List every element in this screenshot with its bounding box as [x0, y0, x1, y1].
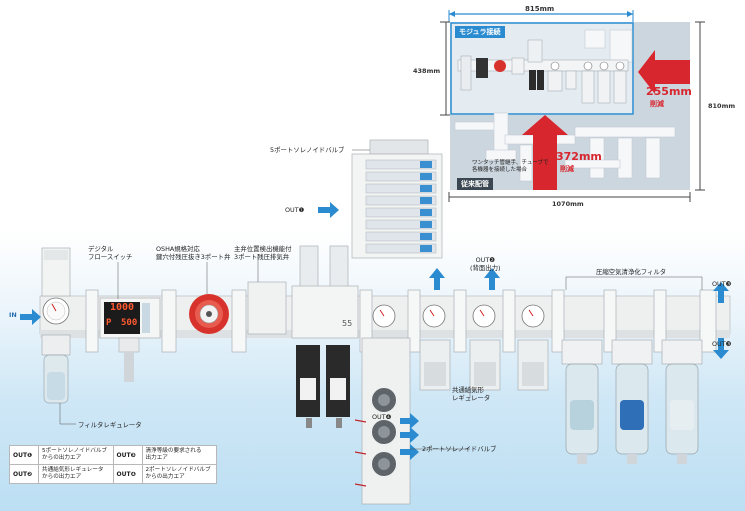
- common-regulator-line1: 共通給気形: [452, 386, 484, 394]
- osha-valve-label: OSHA規格対応 鍵穴付残圧抜き3ポート弁: [156, 245, 230, 261]
- legend-text: 共通給気形レギュレータからの出力エア: [38, 464, 114, 484]
- legend-text-line2: からの出力エア: [145, 474, 185, 480]
- osha-valve-line1: OSHA規格対応: [156, 245, 200, 253]
- digital-flow-switch-label: デジタル フロースイッチ: [88, 245, 132, 261]
- in-label: IN: [9, 311, 17, 319]
- legend-text-line1: 2ポートソレノイドバルブ: [145, 467, 211, 473]
- reduce-horizontal-value: 255mm 削減: [646, 86, 692, 110]
- out2-label: OUT❷ (背面出力): [470, 256, 501, 272]
- legend-key: OUT❷: [9, 464, 39, 484]
- legend-text-line1: 共通給気形レギュレータ: [42, 467, 104, 473]
- legend-key: OUT❹: [112, 464, 143, 484]
- out4-label: OUT❹: [372, 413, 392, 421]
- main-valve-label: 主弁位置検出機能付 3ポート残圧排気弁: [234, 245, 292, 261]
- out2-line2: (背面出力): [470, 264, 501, 272]
- osha-valve-line2: 鍵穴付残圧抜き3ポート弁: [156, 253, 231, 261]
- legend-text: 清浄等級の要求される出力エア: [141, 445, 217, 465]
- pressure-display-value: 500: [121, 318, 138, 328]
- legend-row: OUT❷ 共通給気形レギュレータからの出力エア OUT❹ 2ポートソレノイドバル…: [9, 464, 217, 484]
- digital-flow-switch-line1: デジタル: [88, 245, 114, 253]
- out3-bottom-label: OUT❸: [712, 340, 732, 348]
- legend-text-line2: からの出力エア: [42, 474, 82, 480]
- flow-display-value: 1000: [110, 302, 135, 313]
- reduce-horizontal-suffix: 削減: [650, 100, 664, 108]
- out2-line1: OUT❷: [475, 256, 495, 264]
- reduce-horizontal-number: 255mm: [646, 85, 692, 98]
- inset-height-label: 438mm: [413, 67, 441, 75]
- inset-total-width-label: 1070mm: [552, 200, 584, 208]
- legend-key: OUT❶: [9, 445, 39, 465]
- conventional-note: ワンタッチ管継手、チューブで 各機器を接続した場合: [472, 160, 549, 174]
- reduce-vertical-number: 372mm: [556, 150, 602, 163]
- legend-key: OUT❸: [112, 445, 143, 465]
- digital-flow-switch-line2: フロースイッチ: [88, 253, 133, 261]
- reduce-vertical-suffix: 削減: [560, 165, 574, 173]
- common-regulator-line2: レギュレータ: [452, 394, 491, 402]
- conventional-note-line1: ワンタッチ管継手、チューブで: [472, 160, 549, 166]
- legend-text: 2ポートソレノイドバルブからの出力エア: [141, 464, 217, 484]
- legend-row: OUT❶ 5ポートソレノイドバルブからの出力エア OUT❸ 清浄等級の要求される…: [9, 445, 217, 465]
- legend-text-line1: 清浄等級の要求される: [145, 448, 202, 454]
- modular-connection-tag: モジュラ接続: [455, 26, 505, 38]
- legend-text-line2: からの出力エア: [42, 455, 82, 461]
- five-port-valve-label: 5ポートソレノイドバルブ: [270, 146, 345, 154]
- clean-filter-label: 圧縮空気清浄化フィルタ: [596, 268, 667, 276]
- two-port-valve-label: 2ポートソレノイドバルブ: [422, 445, 497, 453]
- main-valve-line1: 主弁位置検出機能付: [234, 245, 292, 253]
- inset-width-label: 815mm: [525, 5, 555, 13]
- filter-regulator-label: フィルタレギュレータ: [78, 421, 142, 429]
- output-legend: OUT❶ 5ポートソレノイドバルブからの出力エア OUT❸ 清浄等級の要求される…: [9, 445, 217, 484]
- conventional-piping-tag: 従来配管: [457, 178, 493, 190]
- inset-total-height-label: 810mm: [708, 102, 736, 110]
- legend-text-line2: 出力エア: [145, 455, 168, 461]
- legend-text-line1: 5ポートソレノイドバルブ: [42, 448, 108, 454]
- out1-label: OUT❶: [285, 206, 305, 214]
- flow-display-p: P: [106, 318, 112, 328]
- common-regulator-label: 共通給気形 レギュレータ: [452, 386, 490, 402]
- reduce-vertical-value: 372mm 削減: [556, 151, 602, 175]
- module-number: 55: [342, 319, 353, 328]
- conventional-note-line2: 各機器を接続した場合: [472, 167, 528, 173]
- legend-text: 5ポートソレノイドバルブからの出力エア: [38, 445, 114, 465]
- out3-top-label: OUT❸: [712, 280, 732, 288]
- main-valve-line2: 3ポート残圧排気弁: [234, 253, 290, 261]
